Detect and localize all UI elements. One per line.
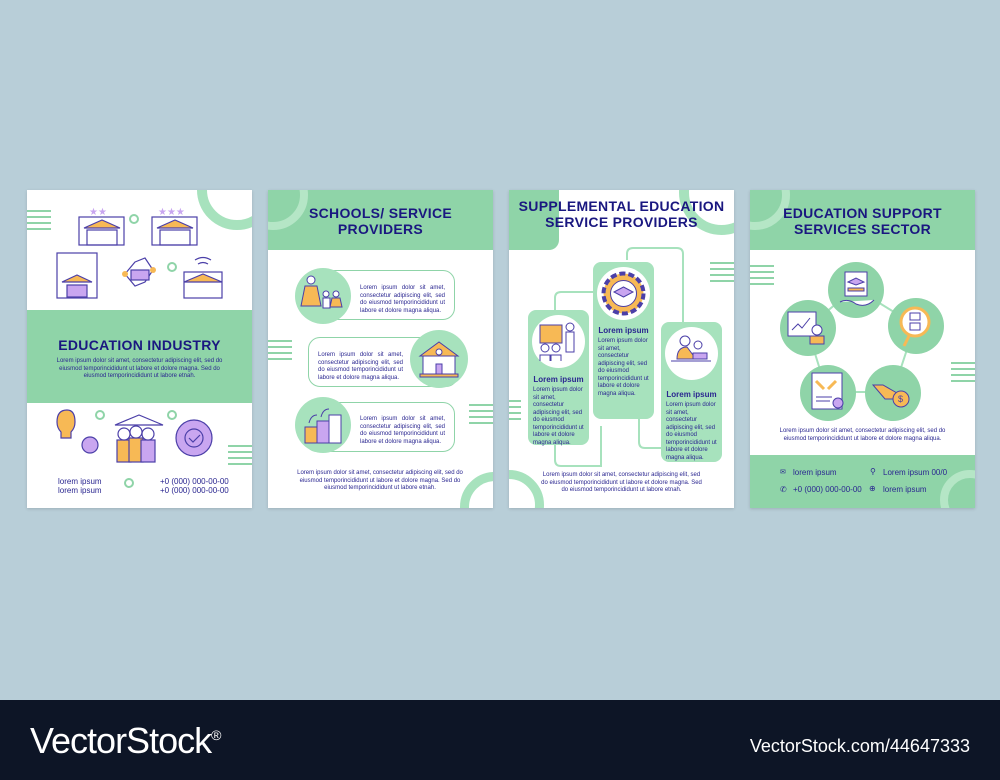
ranking-podium-icon bbox=[295, 397, 351, 453]
decor-arc bbox=[268, 190, 308, 230]
brochure-education-support-services: EDUCATION SUPPORT SERVICES SECTOR $ Lore… bbox=[750, 190, 975, 508]
svg-text:★★★: ★★★ bbox=[158, 207, 185, 218]
phone-number: +0 (000) 000-00-00 bbox=[160, 477, 229, 486]
teacher-presentation-icon bbox=[532, 315, 585, 368]
globe-icon: ⊕ bbox=[869, 484, 876, 493]
address-text: Lorem ipsum 00/0 bbox=[883, 468, 948, 477]
brochure-title: EDUCATION INDUSTRY bbox=[58, 337, 221, 353]
decor-ring bbox=[124, 478, 134, 488]
decor-arc bbox=[460, 472, 493, 508]
payment-hand-icon: $ bbox=[865, 365, 921, 421]
brochure-education-industry: ★★★★★ EDUCATION INDUSTRY Lorem ipsum dol… bbox=[27, 190, 252, 508]
footer-text: Lorem ipsum dolor sit amet, consectetur … bbox=[541, 472, 702, 493]
brochure-schools-service-providers: SCHOOLS/ SERVICE PROVIDERS Lorem ipsum d… bbox=[268, 190, 493, 508]
svg-text:$: $ bbox=[898, 394, 903, 404]
tutoring-icon bbox=[665, 327, 718, 380]
brochure-title: SUPPLEMENTAL EDUCATION SERVICE PROVIDERS bbox=[518, 198, 725, 230]
info-text: Lorem ipsum dolor sit amet, consectetur … bbox=[318, 352, 403, 381]
decor-ring bbox=[167, 410, 177, 420]
location-pin-icon: ⚲ bbox=[870, 467, 876, 476]
column-text: Lorem ipsum dolor sit amet, consectetur … bbox=[533, 387, 584, 446]
decor-lines bbox=[27, 210, 51, 234]
decor-lines bbox=[951, 362, 975, 386]
title-band bbox=[27, 310, 252, 403]
decor-arc bbox=[197, 190, 252, 230]
phone-number: +0 (000) 000-00-00 bbox=[160, 486, 229, 495]
decor-ring bbox=[129, 214, 139, 224]
decor-lines bbox=[228, 445, 252, 469]
stock-url: VectorStock.com/44647333 bbox=[749, 736, 970, 756]
svg-text:★★: ★★ bbox=[89, 207, 107, 218]
brochure-supplemental-education: SUPPLEMENTAL EDUCATION SERVICE PROVIDERS… bbox=[509, 190, 734, 508]
info-text: Lorem ipsum dolor sit amet, consectetur … bbox=[360, 285, 445, 314]
decor-lines bbox=[469, 404, 493, 428]
decor-lines bbox=[710, 262, 734, 286]
column-heading: Lorem ipsum bbox=[598, 326, 649, 335]
gear-graduation-cap-icon bbox=[597, 267, 650, 320]
registered-mark: ® bbox=[211, 727, 221, 743]
email-text: lorem ipsum bbox=[793, 468, 837, 477]
watermark-footer: VectorStock® VectorStock.com/44647333 bbox=[0, 700, 1000, 780]
contact-item: lorem ipsum bbox=[58, 486, 102, 495]
decor-lines bbox=[268, 340, 292, 364]
brochure-body: Lorem ipsum dolor sit amet, consectetur … bbox=[56, 358, 223, 379]
info-text: Lorem ipsum dolor sit amet, consectetur … bbox=[360, 416, 445, 445]
education-buildings-icon: ★★★★★ bbox=[56, 207, 223, 299]
brochure-title: EDUCATION SUPPORT SERVICES SECTOR bbox=[783, 205, 942, 237]
connector-lines bbox=[554, 247, 684, 467]
institution-support-icon bbox=[828, 262, 884, 318]
certificate-icon bbox=[800, 365, 856, 421]
phone-icon: ✆ bbox=[780, 485, 787, 494]
contact-item: lorem ipsum bbox=[58, 477, 102, 486]
brochure-title: SCHOOLS/ SERVICE PROVIDERS bbox=[308, 205, 452, 237]
decor-arc bbox=[940, 470, 975, 508]
brand-name: VectorStock bbox=[30, 720, 212, 761]
decor-block bbox=[509, 190, 559, 250]
brand-logo: VectorStock® bbox=[30, 720, 221, 762]
family-icon bbox=[295, 268, 351, 324]
school-building-icon bbox=[410, 330, 468, 388]
decor-arc bbox=[750, 190, 790, 230]
column-text: Lorem ipsum dolor sit amet, consectetur … bbox=[666, 402, 717, 461]
column-heading: Lorem ipsum bbox=[533, 375, 584, 384]
footer-text: Lorem ipsum dolor sit amet, consectetur … bbox=[297, 470, 463, 491]
phone-text: +0 (000) 000-00-00 bbox=[793, 485, 862, 494]
decor-ring bbox=[167, 262, 177, 272]
decor-ring bbox=[95, 410, 105, 420]
column-heading: Lorem ipsum bbox=[666, 390, 717, 399]
presentation-icon bbox=[780, 300, 836, 356]
magnifier-checklist-icon bbox=[888, 298, 944, 354]
decor-lines bbox=[750, 265, 774, 289]
column-text: Lorem ipsum dolor sit amet, consectetur … bbox=[598, 338, 649, 397]
decor-lines bbox=[509, 400, 521, 424]
innovation-people-gear-icons bbox=[56, 409, 213, 463]
decor-arc bbox=[509, 470, 544, 508]
brochure-body: Lorem ipsum dolor sit amet, consectetur … bbox=[779, 428, 946, 442]
website-text: lorem ipsum bbox=[883, 485, 927, 494]
mail-icon: ✉ bbox=[780, 469, 786, 476]
contact-band bbox=[750, 455, 975, 508]
decor-arc bbox=[679, 190, 734, 235]
